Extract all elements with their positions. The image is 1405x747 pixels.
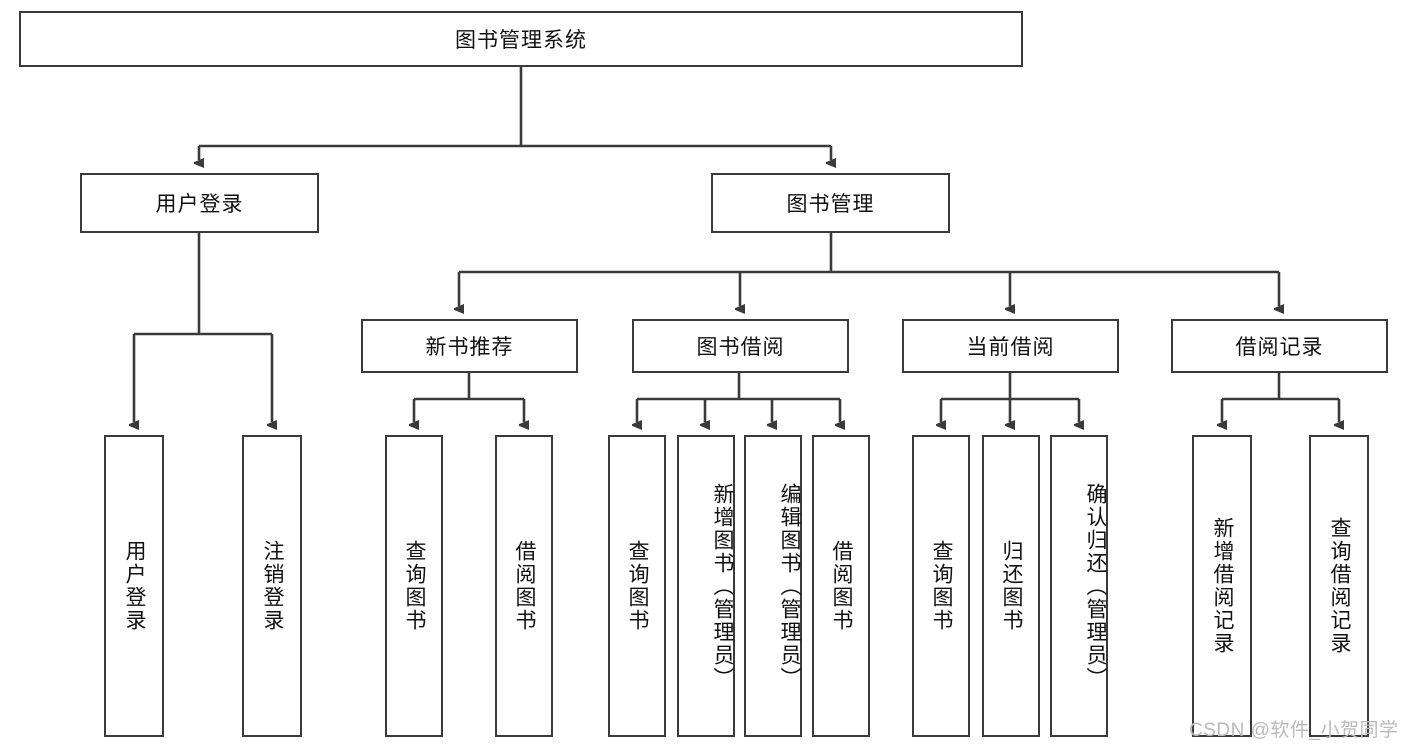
node-book-borrow[interactable]: 图书借阅 bbox=[632, 319, 849, 373]
node-label: 用户登录 bbox=[123, 540, 147, 632]
node-leaf-new-book-query-book[interactable]: 查询图书 bbox=[385, 435, 443, 737]
node-label: 借阅图书 bbox=[513, 540, 537, 632]
node-label: 新增图书（管理员） bbox=[711, 482, 734, 690]
node-label: 图书管理 bbox=[786, 193, 875, 216]
node-leaf-borrow-query-book[interactable]: 查询图书 bbox=[608, 435, 666, 737]
node-leaf-borrow-borrow-book[interactable]: 借阅图书 bbox=[812, 435, 870, 737]
node-leaf-record-add-record[interactable]: 新增借阅记录 bbox=[1192, 435, 1252, 737]
node-label: 查询图书 bbox=[626, 540, 650, 632]
node-label: 编辑图书（管理员） bbox=[778, 482, 801, 690]
node-label: 查询图书 bbox=[930, 540, 954, 632]
node-book-management[interactable]: 图书管理 bbox=[711, 173, 950, 233]
node-label: 确认归还（管理员） bbox=[1084, 482, 1107, 690]
node-leaf-user-login-login[interactable]: 用户登录 bbox=[104, 435, 164, 737]
node-root-book-management-system[interactable]: 图书管理系统 bbox=[19, 11, 1023, 67]
node-leaf-new-book-borrow-book[interactable]: 借阅图书 bbox=[495, 435, 553, 737]
node-leaf-current-return-book[interactable]: 归还图书 bbox=[982, 435, 1040, 737]
node-label: 借阅图书 bbox=[830, 540, 854, 632]
node-label: 借阅记录 bbox=[1235, 336, 1324, 359]
node-label: 当前借阅 bbox=[966, 336, 1055, 359]
node-borrow-record[interactable]: 借阅记录 bbox=[1171, 319, 1388, 373]
node-label: 查询图书 bbox=[403, 540, 427, 632]
node-label: 注销登录 bbox=[261, 540, 285, 632]
node-label: 新增借阅记录 bbox=[1211, 517, 1235, 655]
node-label: 图书借阅 bbox=[696, 336, 785, 359]
node-new-book-recommend[interactable]: 新书推荐 bbox=[361, 319, 578, 373]
node-label: 归还图书 bbox=[1000, 540, 1024, 632]
node-label: 查询借阅记录 bbox=[1328, 517, 1352, 655]
node-user-login[interactable]: 用户登录 bbox=[80, 173, 319, 233]
node-leaf-current-query-book[interactable]: 查询图书 bbox=[912, 435, 970, 737]
node-leaf-borrow-edit-book-admin[interactable]: 编辑图书（管理员） bbox=[744, 435, 802, 737]
node-label: 新书推荐 bbox=[425, 336, 514, 359]
node-leaf-current-confirm-return-admin[interactable]: 确认归还（管理员） bbox=[1050, 435, 1108, 737]
csdn-watermark: CSDN @软件_小贺同学 bbox=[1189, 715, 1398, 742]
node-leaf-borrow-add-book-admin[interactable]: 新增图书（管理员） bbox=[677, 435, 735, 737]
node-label: 图书管理系统 bbox=[455, 29, 587, 52]
node-leaf-record-query-record[interactable]: 查询借阅记录 bbox=[1309, 435, 1369, 737]
watermark-text: CSDN @软件_小贺同学 bbox=[1189, 720, 1399, 741]
node-current-borrow[interactable]: 当前借阅 bbox=[902, 319, 1119, 373]
node-leaf-user-login-logout[interactable]: 注销登录 bbox=[242, 435, 302, 737]
node-label: 用户登录 bbox=[155, 193, 244, 216]
